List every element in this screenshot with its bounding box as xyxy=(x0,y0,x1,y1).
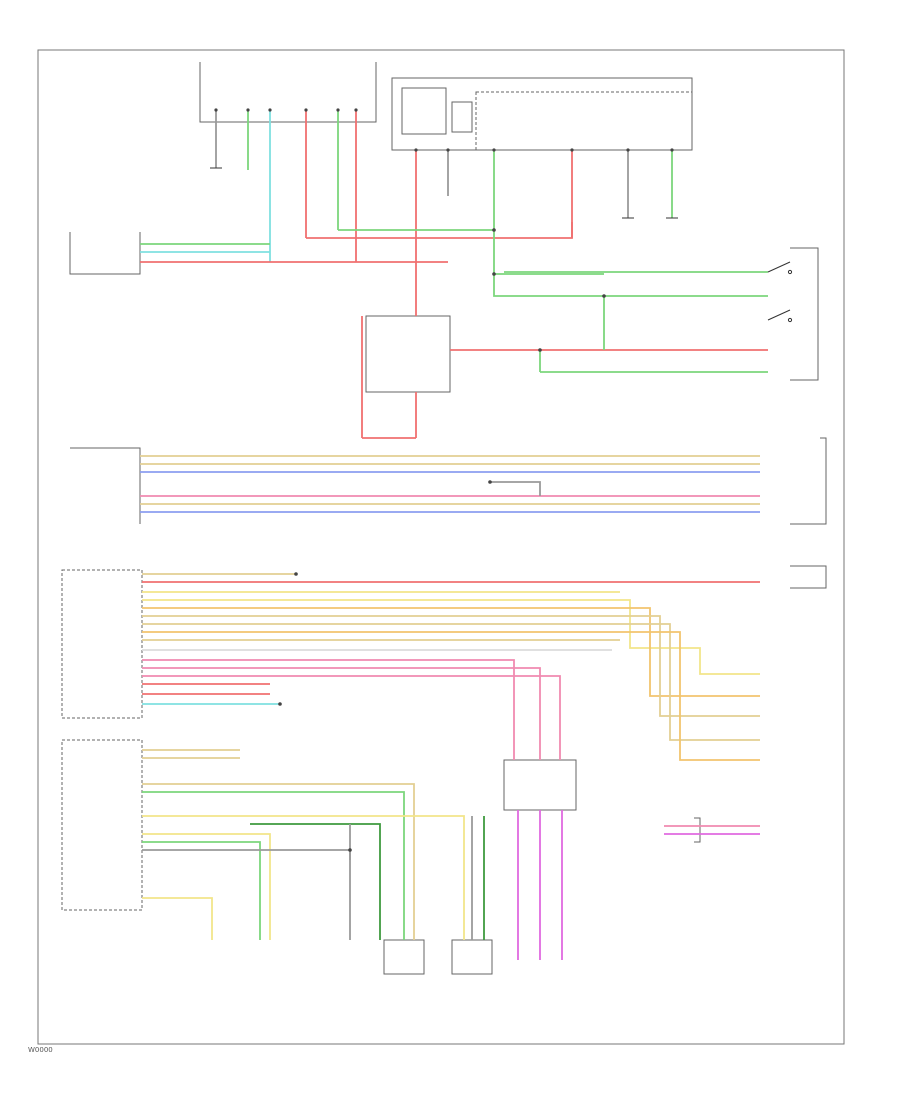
ground-symbol xyxy=(210,167,678,219)
ecm-wires xyxy=(140,243,448,263)
switch-symbol xyxy=(767,261,793,323)
fuse-box-wires xyxy=(306,150,673,316)
top-left-module xyxy=(199,62,377,123)
left-module-bracket xyxy=(69,232,141,275)
connector-pins xyxy=(214,108,674,852)
relay-inner-box xyxy=(475,91,693,151)
figure-code: W0000 xyxy=(28,1046,53,1054)
center-relay-block xyxy=(365,315,451,393)
left-sensor-box xyxy=(383,939,425,975)
clock-spring-box xyxy=(503,759,577,811)
right-switch-bracket xyxy=(790,247,819,381)
harness-wires xyxy=(142,573,760,761)
clock-spring-wires xyxy=(517,810,563,960)
lower-right-bracket xyxy=(694,817,701,843)
component-blocks xyxy=(61,62,827,975)
canbus-left-bracket xyxy=(70,447,141,524)
fuse-relay-box xyxy=(391,77,693,151)
switch-wires xyxy=(361,271,768,439)
large-left-module xyxy=(61,569,143,719)
diagram-frame xyxy=(37,49,845,1045)
relay-b xyxy=(451,101,473,133)
lower-right-wires xyxy=(664,825,760,835)
relay-a xyxy=(401,87,447,135)
right-sensor-box xyxy=(451,939,493,975)
right-connector-bracket xyxy=(790,565,827,589)
tcm-module xyxy=(61,739,143,911)
canbus-wires xyxy=(140,455,760,513)
top-left-wires xyxy=(215,110,357,262)
tcm-wires xyxy=(142,749,485,940)
canbus-right-bracket xyxy=(790,437,827,525)
